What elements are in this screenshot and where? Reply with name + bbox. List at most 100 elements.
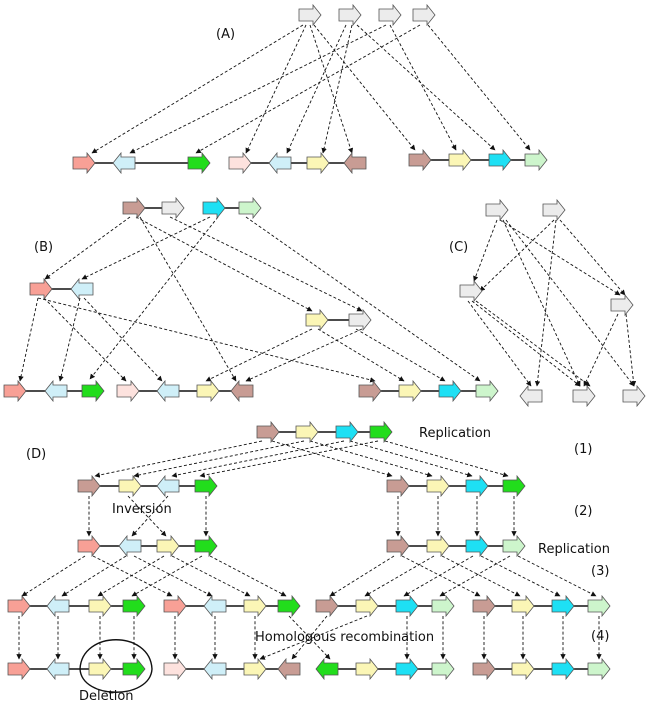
homology-edge	[467, 300, 532, 387]
gene-green	[194, 474, 218, 498]
homology-edge	[499, 219, 621, 296]
gene-salmon	[77, 534, 101, 558]
homology-edge	[169, 216, 363, 312]
gene-gray	[519, 384, 543, 408]
homology-edge	[135, 216, 313, 312]
homology-edge	[480, 555, 561, 597]
gene-mint	[475, 379, 499, 403]
gene-light_blue	[70, 277, 94, 301]
homology-edge	[403, 555, 474, 597]
homology-edge	[427, 24, 531, 151]
homology-edge	[83, 297, 163, 382]
gene-gray	[610, 293, 634, 317]
homology-edge	[81, 216, 211, 280]
gene-light_blue	[156, 474, 180, 498]
gene-gray	[378, 3, 402, 27]
homology-edge	[317, 328, 405, 382]
homology-edge	[559, 219, 626, 296]
homology-edge	[245, 24, 307, 154]
homology-edge	[439, 555, 511, 597]
homology-edge	[21, 555, 86, 597]
homology-edge	[199, 440, 379, 478]
gene-gray	[542, 198, 566, 222]
homology-edge	[384, 440, 509, 478]
homology-edge	[291, 615, 328, 660]
homology-edge	[97, 555, 165, 597]
gene-rose_brown	[408, 148, 432, 172]
chromosome-links	[15, 159, 599, 670]
homology-edge	[92, 555, 173, 597]
gene-rose_brown	[386, 474, 410, 498]
gene-salmon	[7, 594, 31, 618]
gene-green	[187, 151, 211, 175]
gene-rose_brown	[343, 151, 367, 175]
homology-edge	[245, 216, 481, 382]
homology-edge	[288, 615, 331, 660]
homology-edge	[441, 555, 521, 597]
gene-rose_brown	[472, 657, 496, 681]
homology-edge	[321, 24, 353, 154]
gene-rose_brown	[472, 594, 496, 618]
gene-rose_brown	[230, 379, 254, 403]
homology-edge	[625, 313, 637, 387]
deletion-loop	[79, 639, 153, 693]
gene-yellow	[355, 657, 379, 681]
gene-light_blue	[46, 594, 70, 618]
gene-cyan	[551, 657, 575, 681]
labels: (A) (B) (C) (D) (1) (2) (3) (4) Replicat…	[26, 27, 610, 704]
homology-edge	[44, 216, 131, 280]
panel-label-a: (A)	[216, 27, 235, 42]
homology-edge	[131, 495, 169, 537]
homology-edge	[171, 555, 251, 597]
gene-light_blue	[44, 379, 68, 403]
gene-gray	[298, 3, 322, 27]
gene-salmon	[163, 594, 187, 618]
gene-cyan	[465, 474, 489, 498]
gene-gray	[622, 384, 646, 408]
gene-light_blue	[118, 534, 142, 558]
gene-yellow	[511, 594, 535, 618]
panel-label-b: (B)	[34, 240, 53, 255]
homology-edge	[505, 219, 635, 387]
gene-cyan	[395, 594, 419, 618]
gene-gray	[161, 196, 185, 220]
homology-edge	[171, 440, 345, 478]
gene-gray	[412, 3, 436, 27]
gene-salmon	[7, 657, 31, 681]
homology-edge	[471, 300, 581, 387]
panel-label-d: (D)	[26, 447, 46, 462]
homology-edge	[195, 24, 421, 154]
homology-edge	[205, 328, 313, 382]
homology-edges	[16, 24, 637, 660]
gene-rose_brown	[277, 657, 301, 681]
gene-cyan	[551, 594, 575, 618]
gene-salmon	[29, 277, 53, 301]
step-label-2: (2)	[574, 504, 592, 519]
homology-edge	[94, 440, 263, 478]
gene-gray	[572, 384, 596, 408]
gene-cyan	[395, 657, 419, 681]
annotation-replication-top: Replication	[419, 426, 491, 441]
homology-edge	[58, 297, 81, 382]
homology-edge	[18, 297, 39, 382]
gene-gray	[348, 308, 372, 332]
gene-light_blue	[46, 657, 70, 681]
gene-light_pink	[163, 657, 187, 681]
gene-light_blue	[112, 151, 136, 175]
homology-edge	[309, 24, 354, 154]
gene-rose_brown	[358, 379, 382, 403]
gene-rose_brown	[386, 534, 410, 558]
gene-cyan	[488, 148, 512, 172]
homology-edge	[131, 555, 203, 597]
panel-label-c: (C)	[449, 240, 468, 255]
gene-gray	[459, 279, 483, 303]
gene-yellow	[88, 594, 112, 618]
gene-light_blue	[203, 657, 227, 681]
homology-edge	[133, 555, 213, 597]
homology-edge	[286, 24, 347, 154]
gene-salmon	[3, 379, 27, 403]
homology-edge	[473, 219, 498, 282]
step-label-3: (3)	[591, 564, 609, 579]
gene-yellow	[306, 151, 330, 175]
